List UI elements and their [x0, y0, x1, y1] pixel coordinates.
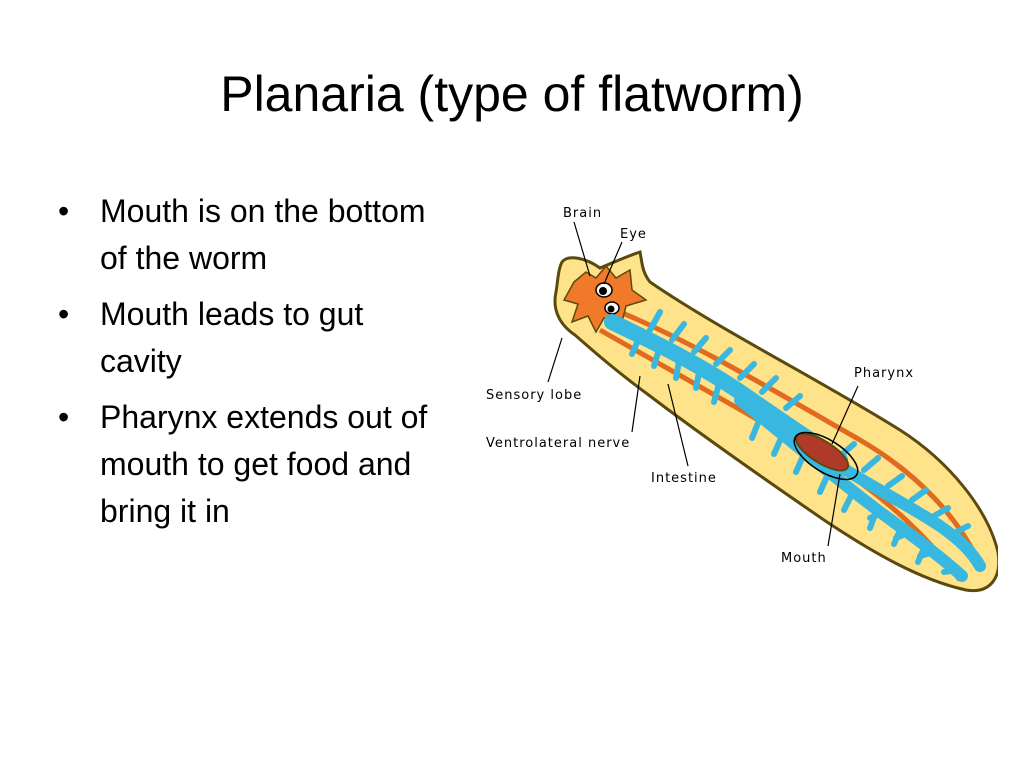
bullet-item: • Mouth is on the bottom of the worm: [58, 188, 448, 282]
label-intestine: Intestine: [651, 471, 717, 486]
brain-shape: [562, 264, 648, 334]
label-sensory-lobe: Sensory lobe: [486, 388, 582, 403]
intestine-trunk-right: [824, 454, 986, 572]
bullet-text: Pharynx extends out of mouth to get food…: [100, 399, 428, 529]
bullet-item: • Pharynx extends out of mouth to get foo…: [58, 394, 448, 535]
label-pharynx: Pharynx: [854, 366, 914, 381]
planaria-diagram: Brain Eye Sensory lobe Ventrolateral ner…: [486, 206, 998, 593]
ventrolateral-nerve-upper: [614, 307, 983, 567]
bullet-item: • Mouth leads to gut cavity: [58, 291, 448, 385]
slide-title: Planaria (type of flatworm): [220, 66, 804, 122]
bullet-dot: •: [58, 296, 70, 332]
bullet-text: Mouth is on the bottom of the worm: [100, 193, 426, 276]
bullet-list: • Mouth is on the bottom of the worm • Mou…: [58, 188, 448, 544]
label-brain: Brain: [563, 206, 602, 221]
pharynx-sheath: [793, 431, 859, 481]
eye-left-pupil: [599, 287, 607, 295]
bullet-dot: •: [58, 193, 70, 229]
bullet-text: Mouth leads to gut cavity: [100, 296, 364, 379]
bullet-dot: •: [58, 399, 70, 435]
label-mouth: Mouth: [781, 551, 827, 566]
label-eye: Eye: [620, 227, 647, 242]
leader-lines: [547, 221, 859, 547]
intestine-branches: [629, 309, 971, 575]
eye-right-pupil: [607, 305, 615, 313]
intestine-trunk-left: [734, 394, 968, 582]
label-ventrolateral-nerve: Ventrolateral nerve: [486, 436, 630, 451]
